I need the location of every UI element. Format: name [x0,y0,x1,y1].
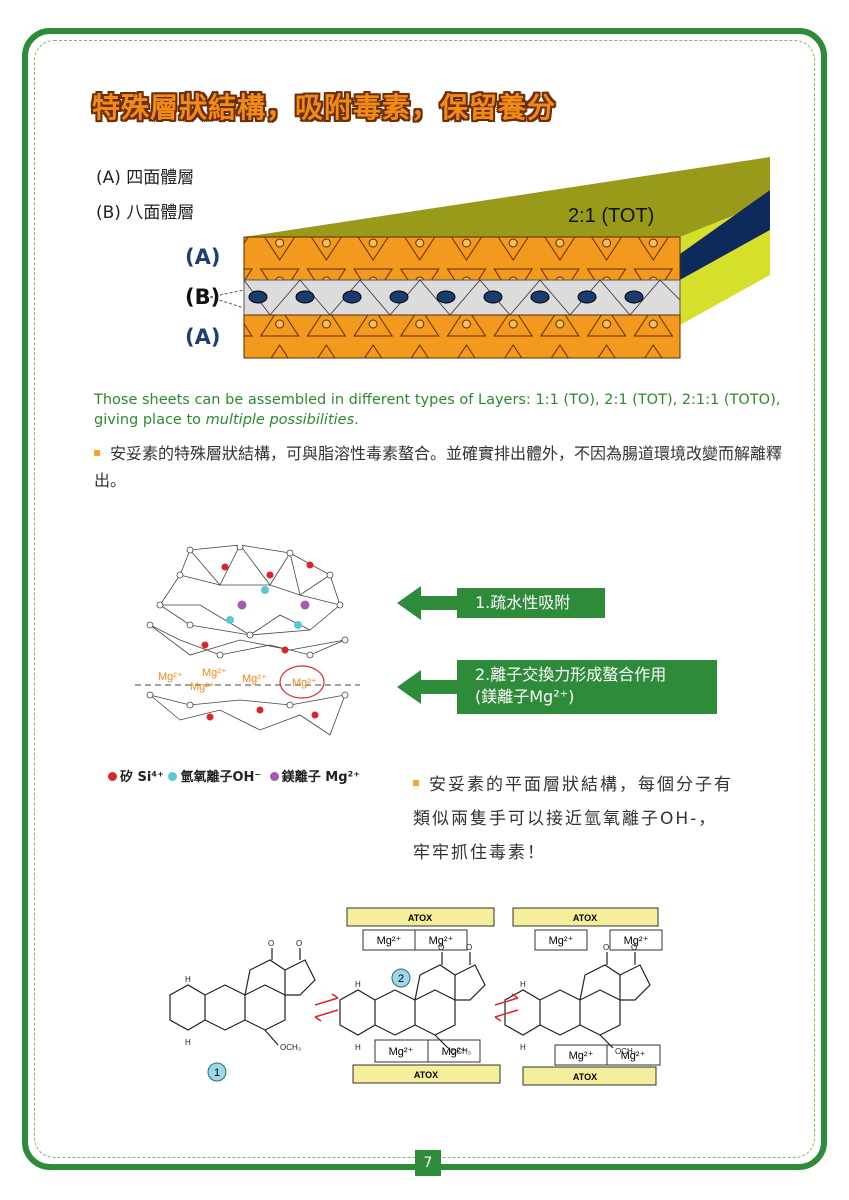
svg-text:Mg²⁺: Mg²⁺ [624,935,649,947]
svg-text:ATOX: ATOX [573,1072,597,1082]
mg-ion-2: Mg²⁺ [202,667,227,679]
bullet-structure: 安妥素的平面層狀結構，每個分子有類似兩隻手可以接近氫氧離子OH-，牢牢抓住毒素！ [413,775,733,863]
mg-ion-5: Mg²⁺ [292,677,317,689]
svg-text:O: O [296,939,302,948]
svg-text:H: H [520,1043,526,1052]
svg-text:Mg²⁺: Mg²⁺ [569,1050,594,1062]
adsorption-diagram: Mg²⁺ Mg²⁺ Mg²⁺ Mg²⁺ Mg²⁺ [135,545,360,736]
svg-text:O: O [268,939,274,948]
mg-ion-4: Mg²⁺ [190,681,215,693]
svg-text:OCH₃: OCH₃ [615,1047,636,1056]
mg-ion-3: Mg²⁺ [242,673,267,685]
label-a-bottom: (A) [185,325,221,349]
step-2-label: 2 [398,973,404,985]
bullet-marker [94,449,100,456]
step-1-label: 1 [214,1067,220,1079]
label-a-top: (A) [185,245,221,269]
svg-text:O: O [466,943,472,952]
svg-text:H: H [520,980,526,989]
svg-text:H: H [355,980,361,989]
legend-b: (B) 八面體層 [96,203,195,223]
mg-dot-icon [269,772,279,781]
svg-text:Mg²⁺: Mg²⁺ [377,935,402,947]
arrow-hydrophobic [397,586,457,620]
svg-text:O: O [438,943,444,952]
page-title: 特殊層狀結構，吸附毒素，保留養分 [92,91,557,124]
svg-text:H: H [355,1043,361,1052]
svg-text:ATOX: ATOX [414,1070,438,1080]
layer-structure-diagram: 2:1 (TOT) [210,157,770,359]
legend-a: (A) 四面體層 [96,168,195,188]
svg-text:ATOX: ATOX [573,913,597,923]
arrow-ion-exchange [397,670,457,704]
label-ion-exchange: 2.離子交換力形成螯合作用 (鎂離子Mg²⁺) [457,660,717,714]
svg-text:Mg²⁺: Mg²⁺ [549,935,574,947]
svg-text:O: O [631,943,637,952]
ion-legend: 矽 Si⁴⁺ 氫氧離子OH⁻ 鎂離子 Mg²⁺ [108,766,360,785]
svg-text:OCH₃: OCH₃ [280,1043,301,1052]
page-number: 7 [415,1150,441,1176]
si-dot-icon [108,772,117,781]
svg-text:H: H [185,1038,191,1047]
svg-text:ATOX: ATOX [408,913,432,923]
svg-text:Mg²⁺: Mg²⁺ [442,1046,467,1058]
svg-text:O: O [603,943,609,952]
oh-dot-icon [168,772,178,781]
tot-label: 2:1 (TOT) [568,205,654,227]
bullet-chelation: 安妥素的特殊層狀結構，可與脂溶性毒素螯合。並確實排出體外，不因為腸道環境改變而解… [94,444,783,490]
bullet-marker [413,780,419,786]
label-b: (B) [185,285,221,309]
svg-text:Mg²⁺: Mg²⁺ [429,935,454,947]
mg-ion-1: Mg²⁺ [158,671,183,683]
atox-binding-diagram: ATOX Mg²⁺ Mg²⁺ ATOX Mg²⁺ Mg²⁺ Mg²⁺ Mg²⁺ … [169,907,663,1086]
label-hydrophobic: 1.疏水性吸附 [457,588,605,618]
svg-text:H: H [185,975,191,984]
svg-text:Mg²⁺: Mg²⁺ [621,1050,646,1062]
layers-note: Those sheets can be assembled in differe… [94,392,781,428]
svg-text:OCH₃: OCH₃ [450,1047,471,1056]
svg-text:Mg²⁺: Mg²⁺ [389,1046,414,1058]
